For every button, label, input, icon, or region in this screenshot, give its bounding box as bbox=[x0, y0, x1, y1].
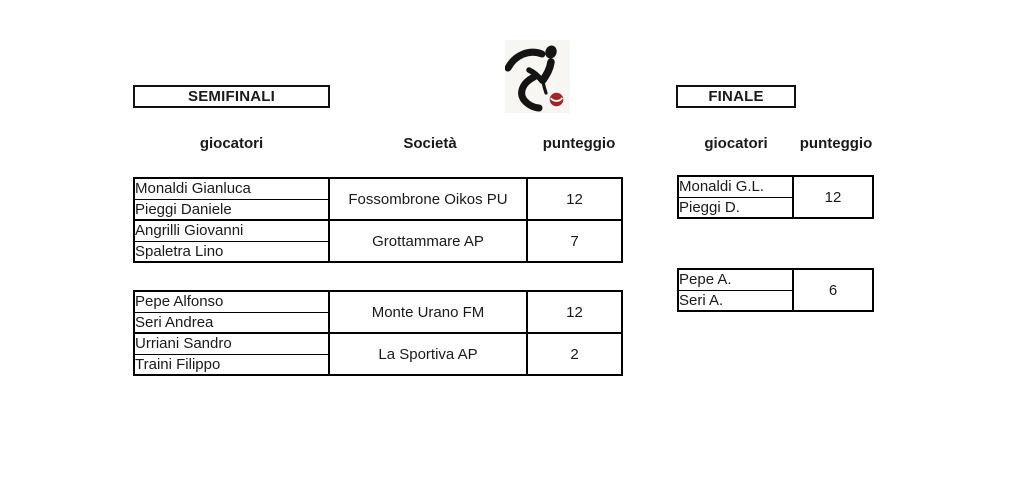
finale-match-2: Pepe A. 6 Seri A. bbox=[677, 268, 874, 312]
player-name-cell: Pepe Alfonso bbox=[134, 291, 330, 313]
society-cell: Fossombrone Oikos PU bbox=[329, 178, 528, 221]
score-cell: 7 bbox=[570, 232, 579, 250]
player-name-cell: Pieggi Daniele bbox=[134, 199, 330, 221]
semifinali-societa-header: Società bbox=[403, 135, 457, 152]
semifinali-title: SEMIFINALI bbox=[188, 88, 275, 105]
player-name-cell: Spaletra Lino bbox=[134, 241, 330, 262]
table-row: Pieggi D. bbox=[678, 197, 873, 218]
score-cell: 2 bbox=[570, 345, 579, 363]
society-cell: Monte Urano FM bbox=[329, 291, 528, 334]
table-row: Angrilli Giovanni Grottammare AP 7 bbox=[134, 220, 622, 262]
society-cell: La Sportiva AP bbox=[329, 333, 528, 375]
semifinali-title-box: SEMIFINALI bbox=[133, 85, 330, 108]
table-row: Monaldi Gianluca Fossombrone Oikos PU 12 bbox=[134, 178, 622, 221]
finale-match-1: Monaldi G.L. 12 Pieggi D. bbox=[677, 175, 874, 219]
player-name-cell: Traini Filippo bbox=[134, 354, 330, 375]
semifinali-giocatori-header: giocatori bbox=[199, 135, 264, 152]
semifinali-punteggio-header: punteggio bbox=[542, 135, 616, 152]
player-name-cell: Monaldi Gianluca bbox=[134, 178, 330, 200]
table-row: Pepe A. 6 bbox=[678, 269, 873, 299]
player-name-cell: Pepe A. bbox=[678, 269, 794, 291]
player-name-cell: Angrilli Giovanni bbox=[134, 220, 330, 242]
bocce-ball bbox=[549, 92, 564, 107]
player-name-cell: Monaldi G.L. bbox=[678, 176, 794, 198]
bocce-bowler-pictogram bbox=[505, 45, 564, 112]
player-name-cell: Pieggi D. bbox=[678, 197, 794, 218]
table-row: Pepe Alfonso Monte Urano FM 12 bbox=[134, 291, 622, 334]
finale-punteggio-header: punteggio bbox=[799, 135, 873, 152]
society-cell: Grottammare AP bbox=[329, 220, 528, 262]
table-row: Traini Filippo bbox=[134, 354, 622, 375]
score-cell: 12 bbox=[527, 178, 622, 221]
player-name-cell: Seri A. bbox=[678, 290, 794, 311]
finale-title: FINALE bbox=[708, 88, 764, 105]
semifinal-block-2: Pepe Alfonso Monte Urano FM 12 Seri Andr… bbox=[133, 290, 623, 376]
player-name-cell: Urriani Sandro bbox=[134, 333, 330, 355]
table-row: Urriani Sandro La Sportiva AP 2 bbox=[134, 333, 622, 375]
bocce-bowler-icon bbox=[505, 40, 570, 113]
finale-giocatori-header: giocatori bbox=[704, 135, 768, 152]
table-row: Seri Andrea bbox=[134, 312, 622, 334]
player-name-cell: Seri Andrea bbox=[134, 312, 330, 334]
score-cell: 6 bbox=[828, 281, 838, 299]
score-cell: 12 bbox=[824, 188, 842, 206]
score-cell: 12 bbox=[527, 291, 622, 334]
table-row: Spaletra Lino bbox=[134, 241, 622, 262]
table-row: Monaldi G.L. 12 bbox=[678, 176, 873, 206]
table-row: Pieggi Daniele bbox=[134, 199, 622, 221]
finale-title-box: FINALE bbox=[676, 85, 796, 108]
semifinal-block-1: Monaldi Gianluca Fossombrone Oikos PU 12… bbox=[133, 177, 623, 263]
table-row: Seri A. bbox=[678, 290, 873, 311]
